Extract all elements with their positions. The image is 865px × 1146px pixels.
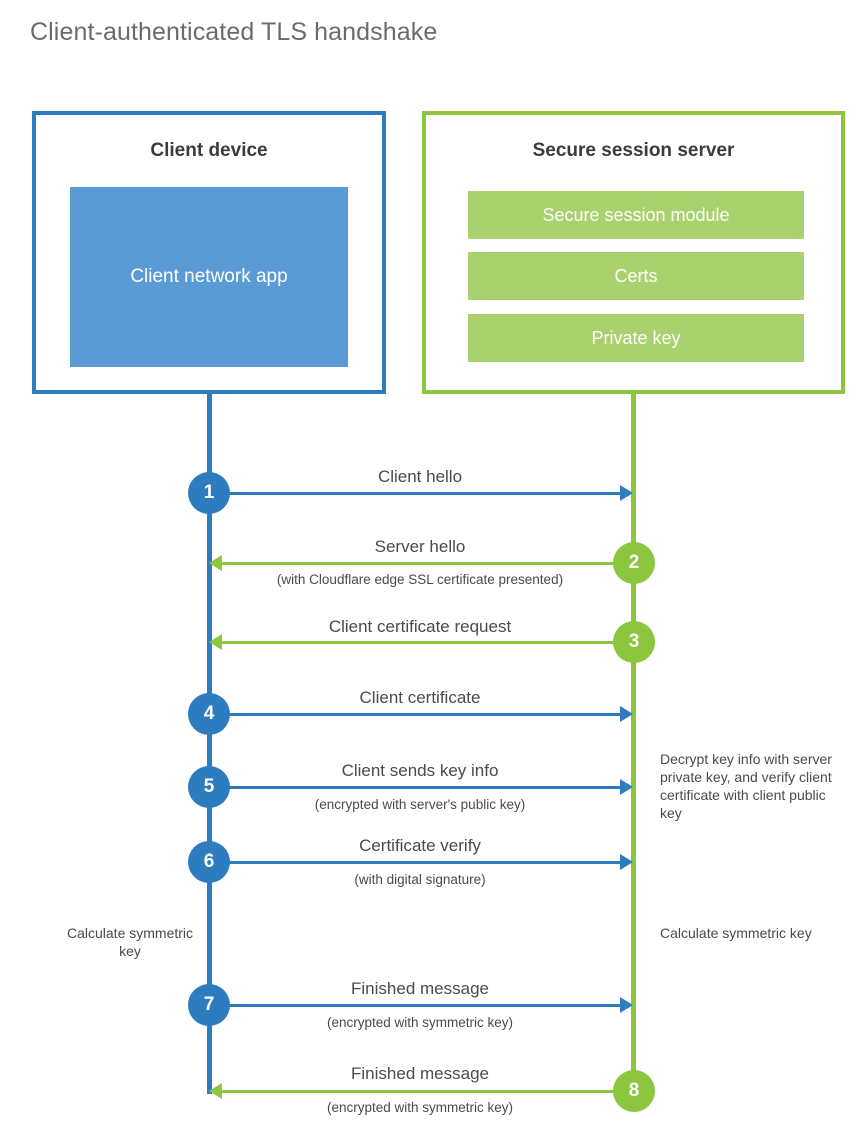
page-title: Client-authenticated TLS handshake xyxy=(30,18,438,46)
step-6-badge[interactable]: 6 xyxy=(188,841,230,883)
step-1-arrow-line xyxy=(209,492,622,495)
note-decrypt-key-info: Decrypt key info with server private key… xyxy=(660,751,832,821)
step-6-arrow-head xyxy=(620,854,633,870)
step-8-sublabel: (encrypted with symmetric key) xyxy=(326,1100,514,1115)
secure-session-server-title: Secure session server xyxy=(532,140,735,161)
step-5-arrow-head xyxy=(620,779,633,795)
server-bar-secure-session-module: Secure session module xyxy=(468,191,804,239)
step-7-badge[interactable]: 7 xyxy=(188,984,230,1026)
step-3-badge[interactable]: 3 xyxy=(613,621,655,663)
server-bar-private-key: Private key xyxy=(468,314,804,362)
client-device-title: Client device xyxy=(150,140,268,161)
step-3-arrow-line xyxy=(222,641,634,644)
step-6-arrow-line xyxy=(209,861,622,864)
client-network-app-box: Client network app xyxy=(70,187,348,367)
step-3-arrow-head xyxy=(209,634,222,650)
step-2-arrow-head xyxy=(209,555,222,571)
step-2-sublabel: (with Cloudflare edge SSL certificate pr… xyxy=(276,572,564,587)
secure-session-server-panel: Secure session server Secure session mod… xyxy=(422,111,845,394)
step-8-arrow-line xyxy=(222,1090,634,1093)
client-lifeline xyxy=(207,394,212,1094)
step-7-arrow-line xyxy=(209,1004,622,1007)
note-calculate-symmetric-key-server: Calculate symmetric key xyxy=(660,925,812,941)
step-5-label: Client sends key info xyxy=(341,761,499,780)
step-4-arrow-line xyxy=(209,713,622,716)
step-7-arrow-head xyxy=(620,997,633,1013)
step-4-label: Client certificate xyxy=(359,688,481,707)
step-8-label: Finished message xyxy=(351,1064,489,1083)
step-2-arrow-line xyxy=(222,562,634,565)
step-3-label: Client certificate request xyxy=(328,617,512,636)
step-7-sublabel: (encrypted with symmetric key) xyxy=(326,1015,514,1030)
step-1-badge[interactable]: 1 xyxy=(188,472,230,514)
server-bar-certs: Certs xyxy=(468,252,804,300)
step-4-badge[interactable]: 4 xyxy=(188,693,230,735)
client-device-panel: Client device Client network app xyxy=(32,111,386,394)
step-6-label: Certificate verify xyxy=(359,836,481,855)
step-2-badge[interactable]: 2 xyxy=(613,542,655,584)
step-7-label: Finished message xyxy=(351,979,489,998)
step-4-arrow-head xyxy=(620,706,633,722)
step-5-arrow-line xyxy=(209,786,622,789)
server-lifeline xyxy=(631,394,636,1094)
step-6-sublabel: (with digital signature) xyxy=(354,872,486,887)
step-1-arrow-head xyxy=(620,485,633,501)
step-5-badge[interactable]: 5 xyxy=(188,766,230,808)
step-2-label: Server hello xyxy=(374,537,466,556)
step-1-label: Client hello xyxy=(377,467,463,486)
step-8-arrow-head xyxy=(209,1083,222,1099)
note-calculate-symmetric-key-client: Calculate symmetric key xyxy=(66,925,194,959)
step-8-badge[interactable]: 8 xyxy=(613,1070,655,1112)
step-5-sublabel: (encrypted with server's public key) xyxy=(314,797,526,812)
